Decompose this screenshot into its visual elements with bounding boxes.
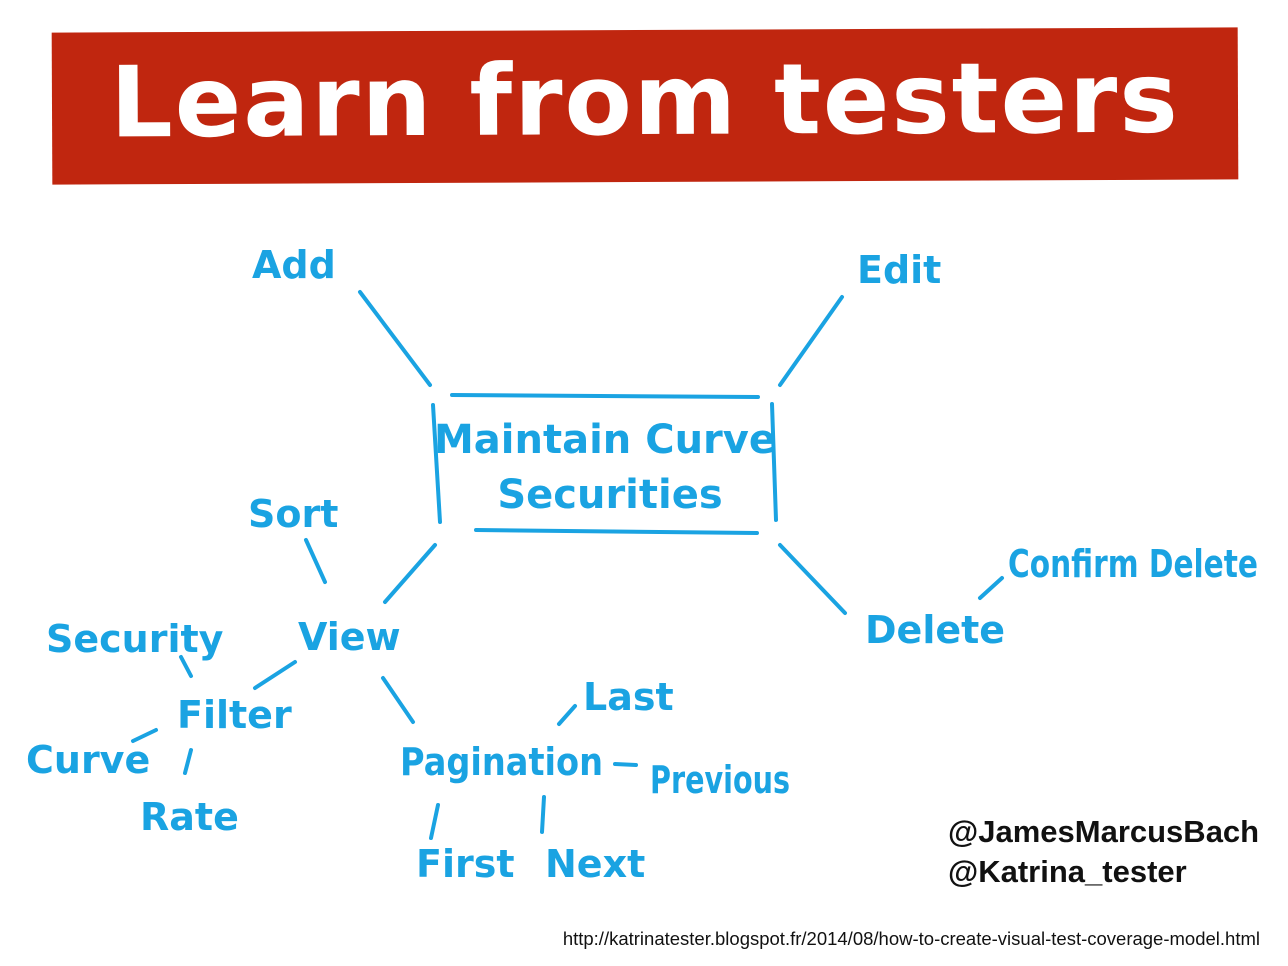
- connector-view-sort: [304, 538, 327, 584]
- node-confirm-delete: Confirm Delete: [1008, 542, 1258, 586]
- connector-view-filter: [253, 660, 297, 690]
- node-pagination: Pagination: [400, 740, 603, 784]
- connector-center-delete: [778, 543, 847, 615]
- node-add: Add: [252, 243, 336, 287]
- author-handles: @JamesMarcusBach @Katrina_tester: [948, 812, 1278, 892]
- center-box-right: [770, 402, 778, 522]
- connector-pagination-first: [429, 803, 440, 840]
- connector-pagination-last: [557, 704, 577, 726]
- connector-pagination-previous: [613, 762, 638, 767]
- connector-center-edit: [778, 295, 844, 387]
- connector-filter-curve: [131, 728, 158, 743]
- node-next: Next: [545, 842, 645, 886]
- node-edit: Edit: [857, 248, 941, 292]
- node-rate: Rate: [140, 795, 239, 839]
- handle-james: @JamesMarcusBach: [948, 814, 1260, 849]
- source-url: http://katrinatester.blogspot.fr/2014/08…: [562, 928, 1260, 949]
- connector-pagination-next: [540, 795, 546, 834]
- center-label-line1: Maintain Curve: [434, 417, 776, 463]
- node-sort: Sort: [248, 492, 338, 536]
- connector-center-view: [383, 543, 437, 604]
- center-box-top: [450, 393, 760, 399]
- connector-center-add: [358, 290, 432, 387]
- node-delete: Delete: [865, 608, 1005, 652]
- connector-delete-confirm: [978, 576, 1004, 600]
- node-last: Last: [583, 675, 674, 719]
- node-first: First: [416, 842, 515, 886]
- node-security: Security: [46, 617, 224, 661]
- connector-filter-security: [179, 655, 193, 678]
- node-curve: Curve: [26, 738, 150, 782]
- connector-view-pagination: [381, 676, 415, 724]
- center-label-line2: Securities: [497, 472, 722, 518]
- center-box-left: [431, 403, 442, 524]
- handle-katrina: @Katrina_tester: [948, 854, 1187, 889]
- center-box-bottom: [474, 528, 759, 535]
- connector-filter-rate: [183, 748, 193, 775]
- node-view: View: [298, 615, 401, 659]
- node-filter: Filter: [177, 693, 292, 737]
- center-box: [431, 393, 778, 535]
- node-previous: Previous: [650, 758, 790, 802]
